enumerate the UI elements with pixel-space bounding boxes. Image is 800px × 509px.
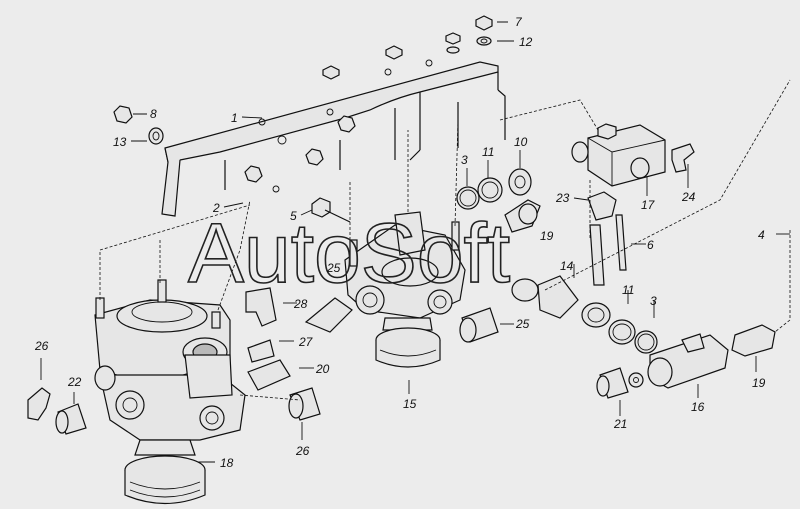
- label-13: 13: [113, 135, 127, 149]
- fitting-14: [511, 275, 579, 319]
- label-16: 16: [691, 400, 705, 414]
- part-labels: 7 12 8 13 1 2 5 3 11 10 17 24 23 19 6 4 …: [34, 15, 766, 470]
- label-15: 15: [403, 397, 417, 411]
- label-19a: 19: [540, 229, 554, 243]
- label-27: 27: [298, 335, 314, 349]
- label-23: 23: [555, 191, 570, 205]
- label-20: 20: [315, 362, 330, 376]
- assembly-axes: [99, 79, 791, 401]
- fitting-21: [596, 367, 644, 399]
- label-28: 28: [293, 297, 308, 311]
- label-7: 7: [515, 15, 523, 29]
- label-25b: 25: [515, 317, 530, 331]
- label-19b: 19: [752, 376, 766, 390]
- nut-8: [113, 105, 164, 145]
- label-5: 5: [290, 209, 297, 223]
- center-valve-assembly: [344, 211, 466, 368]
- label-21: 21: [613, 417, 627, 431]
- mounting-bracket: [161, 59, 506, 217]
- label-1: 1: [231, 111, 238, 125]
- elbow-fitting-26-left: [27, 387, 51, 421]
- label-17: 17: [641, 198, 656, 212]
- fitting-22: [55, 403, 87, 435]
- fitting-25-center: [459, 307, 499, 343]
- tube-6: [589, 214, 627, 286]
- label-25a: 25: [326, 261, 341, 275]
- label-2: 2: [212, 201, 220, 215]
- watermark-text: AutoSoft: [188, 206, 510, 300]
- label-3a: 3: [461, 153, 468, 167]
- label-14: 14: [560, 259, 574, 273]
- label-26b: 26: [295, 444, 310, 458]
- bracket-nuts: [244, 32, 461, 183]
- label-6: 6: [647, 238, 654, 252]
- bolt-5: [311, 197, 351, 223]
- label-10: 10: [514, 135, 528, 149]
- fitting-26-center: [288, 387, 321, 421]
- elbow-fitting-24: [671, 143, 695, 173]
- solenoid-valve-17: [571, 123, 666, 187]
- label-24: 24: [681, 190, 696, 204]
- fitting-28: [245, 287, 277, 327]
- fitting-23: [587, 191, 617, 221]
- nut-7: [475, 15, 493, 46]
- fitting-19-lower: [731, 324, 776, 357]
- leader-lines: [40, 21, 790, 463]
- label-3b: 3: [650, 294, 657, 308]
- fitting-10: [456, 168, 532, 210]
- tee-fitting-16: [647, 333, 729, 389]
- fitting-19-upper: [504, 199, 541, 233]
- fitting-27: [247, 297, 353, 363]
- label-22: 22: [67, 375, 82, 389]
- label-8: 8: [150, 107, 157, 121]
- left-valve-assembly: [94, 279, 246, 505]
- label-11b: 11: [622, 283, 634, 297]
- fitting-20: [247, 359, 291, 391]
- label-12: 12: [519, 35, 533, 49]
- label-11a: 11: [482, 145, 494, 159]
- label-18: 18: [220, 456, 234, 470]
- rings-11-3: [581, 302, 658, 354]
- label-26a: 26: [34, 339, 49, 353]
- label-4: 4: [758, 228, 765, 242]
